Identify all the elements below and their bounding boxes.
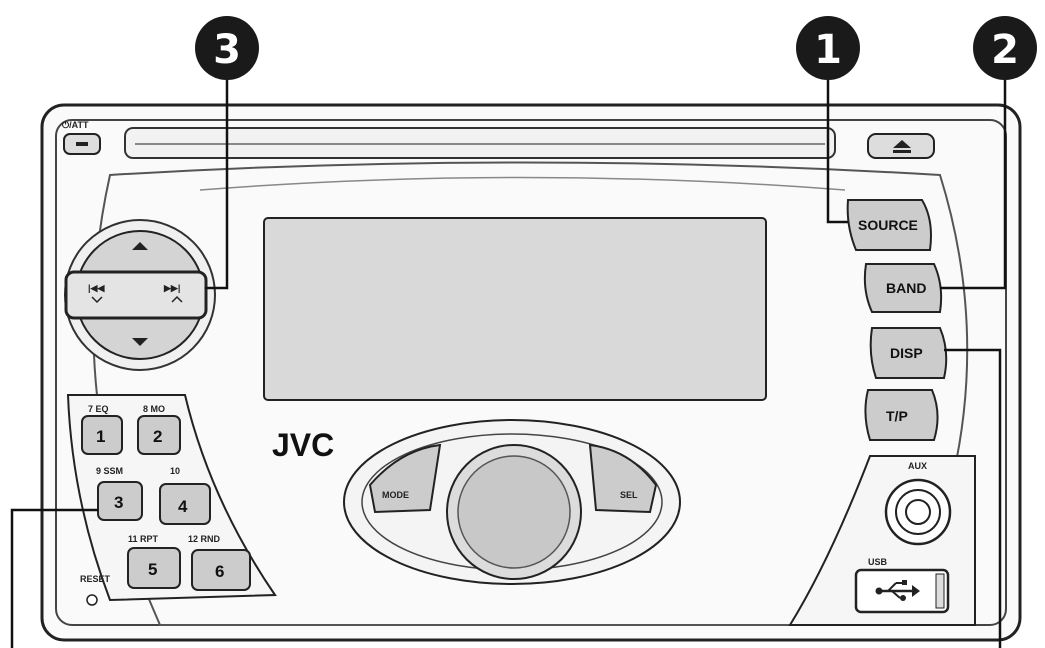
brand-logo: JVC [272, 427, 334, 463]
band-label: BAND [886, 280, 926, 296]
preset-3-label: 3 [114, 493, 123, 512]
usb-label: USB [868, 557, 888, 567]
callout-2-badge [973, 16, 1037, 80]
preset-3-sublabel: 9 SSM [96, 466, 123, 476]
preset-6-label: 6 [215, 562, 224, 581]
band-button[interactable] [863, 263, 943, 313]
preset-button-4[interactable] [159, 483, 211, 525]
callout-1-number: 1 [814, 27, 842, 73]
preset-button-1[interactable] [81, 415, 123, 455]
callout-2-leader [940, 80, 1007, 290]
source-button[interactable] [846, 199, 932, 251]
preset-button-2[interactable] [137, 415, 181, 455]
eject-icon-bar [893, 150, 911, 153]
callout-1-badge [796, 16, 860, 80]
preset-4-sublabel: 10 [170, 466, 180, 476]
preset-6-sublabel: 12 RND [188, 534, 221, 544]
preset-button-5[interactable] [127, 547, 181, 589]
preset-2-sublabel: 8 MO [143, 404, 165, 414]
preset-5-sublabel: 11 RPT [128, 534, 159, 544]
callout-3-badge [195, 16, 259, 80]
preset-leader [10, 508, 98, 648]
power-icon [76, 142, 88, 146]
sel-label: SEL [620, 490, 638, 500]
disp-leader [944, 348, 1002, 648]
display-screen [263, 217, 767, 401]
down-arrow-icon[interactable] [132, 338, 148, 346]
prev-chevron-icon [91, 296, 103, 304]
control-dial-center [457, 455, 571, 569]
tp-button[interactable] [864, 389, 939, 441]
tp-label: T/P [886, 408, 908, 424]
callout-2-number: 2 [991, 27, 1019, 73]
source-label: SOURCE [858, 217, 918, 233]
mode-button[interactable] [368, 443, 442, 514]
preset-button-3[interactable] [97, 481, 143, 521]
disp-button[interactable] [869, 327, 948, 379]
reset-button[interactable] [86, 594, 98, 606]
next-chevron-icon [171, 295, 183, 303]
usb-icon [875, 580, 920, 601]
up-arrow-icon[interactable] [132, 242, 148, 250]
sel-button[interactable] [588, 443, 658, 514]
cd-slot [124, 127, 836, 159]
mode-label: MODE [382, 490, 409, 500]
eject-icon [893, 140, 911, 148]
preset-2-label: 2 [153, 427, 162, 446]
preset-1-sublabel: 7 EQ [88, 404, 109, 414]
callout-3-number: 3 [213, 27, 241, 73]
dpad-horizontal-bar [64, 270, 208, 320]
preset-1-label: 1 [96, 427, 105, 446]
preset-5-label: 5 [148, 560, 157, 579]
callout-1-leader [826, 80, 848, 224]
power-label: ⏻/ATT [62, 120, 89, 130]
aux-jack-inner [905, 499, 931, 525]
prev-track-icon[interactable]: |◀◀ [88, 283, 105, 293]
usb-port-tab [935, 573, 945, 609]
disp-label: DISP [890, 345, 923, 361]
preset-button-6[interactable] [191, 549, 251, 591]
reset-label: RESET [80, 574, 111, 584]
next-track-icon[interactable]: ▶▶| [163, 283, 180, 293]
preset-4-label: 4 [178, 497, 188, 516]
faceplate-top-curve [199, 176, 846, 191]
callout-3-leader [205, 80, 229, 290]
aux-label: AUX [908, 461, 927, 471]
